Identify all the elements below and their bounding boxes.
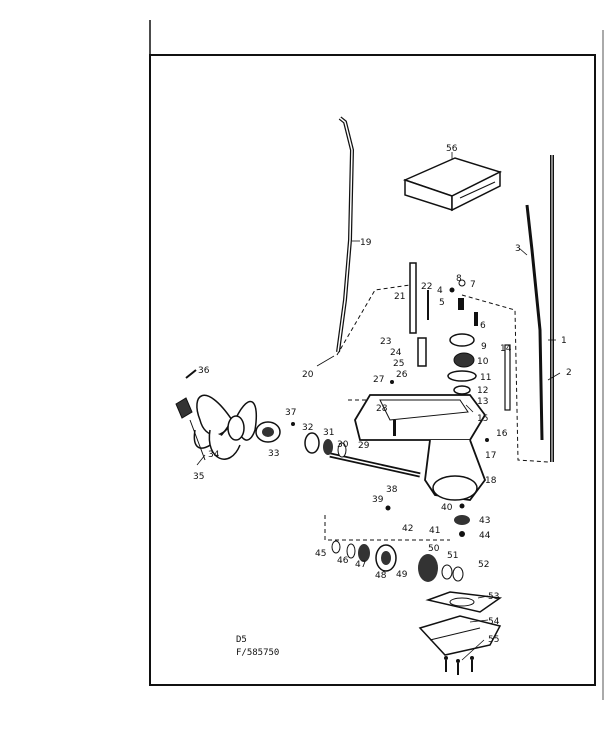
tube-14 bbox=[504, 344, 511, 411]
label-51: 51 bbox=[447, 551, 458, 561]
label-20: 20 bbox=[302, 370, 314, 380]
label-23: 23 bbox=[380, 337, 391, 347]
washer bbox=[337, 442, 347, 458]
screw-39 bbox=[385, 505, 391, 511]
label-30: 30 bbox=[337, 440, 349, 450]
dashed-guide bbox=[324, 515, 450, 541]
label-28: 28 bbox=[376, 404, 388, 414]
label-5: 5 bbox=[439, 298, 445, 308]
label-31: 31 bbox=[323, 428, 334, 438]
label-36: 36 bbox=[198, 366, 210, 376]
label-37: 37 bbox=[285, 408, 296, 418]
label-52: 52 bbox=[478, 560, 489, 570]
label-3: 3 bbox=[515, 244, 521, 254]
screw-27 bbox=[390, 380, 394, 384]
leader-lines bbox=[196, 152, 561, 661]
label-54: 54 bbox=[488, 617, 500, 627]
label-11: 11 bbox=[480, 373, 491, 383]
label-19: 19 bbox=[360, 238, 372, 248]
water-tube bbox=[525, 204, 544, 441]
label-45: 45 bbox=[315, 549, 326, 559]
label-42: 42 bbox=[402, 524, 413, 534]
label-40: 40 bbox=[441, 503, 453, 513]
shift-shaft bbox=[409, 262, 417, 334]
label-25: 25 bbox=[393, 359, 404, 369]
gearcase-housing bbox=[354, 394, 487, 501]
label-29: 29 bbox=[358, 441, 370, 451]
screw-17 bbox=[485, 438, 489, 442]
label-22: 22 bbox=[421, 282, 432, 292]
bearing bbox=[323, 439, 333, 455]
label-27: 27 bbox=[373, 375, 384, 385]
label-9: 9 bbox=[481, 342, 487, 352]
cover-plate bbox=[418, 615, 502, 656]
label-44: 44 bbox=[479, 531, 491, 541]
dashed-guide bbox=[336, 284, 411, 356]
label-12: 12 bbox=[477, 386, 488, 396]
label-21: 21 bbox=[394, 292, 405, 302]
label-15: 15 bbox=[477, 414, 488, 424]
label-1: 1 bbox=[561, 336, 567, 346]
label-39: 39 bbox=[372, 495, 384, 505]
label-7: 7 bbox=[470, 280, 476, 290]
diagram-code-bottom: F/585750 bbox=[236, 648, 279, 658]
label-49: 49 bbox=[396, 570, 408, 580]
label-46: 46 bbox=[337, 556, 349, 566]
label-53: 53 bbox=[488, 592, 499, 602]
label-35: 35 bbox=[193, 472, 204, 482]
label-56: 56 bbox=[446, 144, 458, 154]
screws bbox=[444, 656, 474, 675]
prop-spinner bbox=[175, 369, 197, 419]
label-8: 8 bbox=[456, 274, 462, 284]
label-26: 26 bbox=[396, 370, 408, 380]
diagram-frame bbox=[149, 54, 596, 686]
label-33: 33 bbox=[268, 449, 279, 459]
prop-nut bbox=[255, 421, 281, 443]
label-48: 48 bbox=[375, 571, 387, 581]
label-18: 18 bbox=[485, 476, 497, 486]
label-24: 24 bbox=[390, 348, 402, 358]
part-labels: 1 2 3 4 5 6 7 8 9 10 11 12 13 14 15 16 1… bbox=[193, 144, 572, 645]
thrust-washer bbox=[304, 432, 320, 454]
label-6: 6 bbox=[480, 321, 486, 331]
label-55: 55 bbox=[488, 635, 499, 645]
propeller bbox=[193, 394, 257, 460]
label-41: 41 bbox=[429, 526, 440, 536]
pin-37 bbox=[291, 422, 295, 426]
label-17: 17 bbox=[485, 451, 496, 461]
dashed-guide bbox=[461, 294, 549, 463]
label-14: 14 bbox=[500, 344, 512, 354]
label-43: 43 bbox=[479, 516, 490, 526]
diagram-code-top: D5 bbox=[236, 635, 247, 645]
pin-28 bbox=[393, 420, 396, 436]
label-2: 2 bbox=[566, 368, 572, 378]
label-10: 10 bbox=[477, 357, 489, 367]
label-47: 47 bbox=[355, 560, 366, 570]
label-34: 34 bbox=[208, 450, 220, 460]
part-box bbox=[402, 157, 503, 212]
pinion-gear bbox=[454, 503, 470, 537]
label-16: 16 bbox=[496, 429, 508, 439]
label-38: 38 bbox=[386, 485, 398, 495]
label-13: 13 bbox=[477, 397, 488, 407]
label-32: 32 bbox=[302, 423, 313, 433]
label-4: 4 bbox=[437, 286, 443, 296]
label-50: 50 bbox=[428, 544, 440, 554]
lower-gear-train bbox=[331, 540, 464, 582]
water-pump-stack bbox=[447, 279, 478, 411]
spring bbox=[417, 337, 427, 367]
